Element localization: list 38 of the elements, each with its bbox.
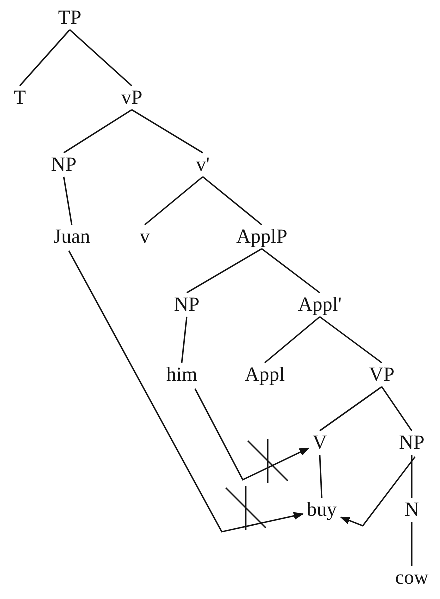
- tree-branch: [181, 316, 188, 364]
- tree-node-label: Appl': [297, 294, 343, 316]
- movement-arrow: [194, 388, 310, 481]
- tree-branch: [70, 29, 132, 87]
- tree-branch: [319, 454, 323, 498]
- tree-node-label: NP: [50, 154, 78, 176]
- tree-branch: [264, 316, 320, 364]
- tree-branch: [381, 386, 413, 432]
- tree-node-label: V: [312, 432, 328, 454]
- tree-branch: [64, 109, 132, 154]
- tree-node-label: cow: [394, 567, 430, 589]
- tree-node-label: Juan: [52, 226, 92, 248]
- tree-node-label: VP: [368, 364, 396, 386]
- tree-branch: [320, 386, 382, 432]
- movement-arrow: [340, 456, 416, 527]
- tree-branch: [262, 248, 320, 294]
- tree-node-label: v': [195, 154, 211, 176]
- tree-branch: [63, 176, 73, 226]
- tree-branch: [186, 248, 262, 294]
- tree-node-label: him: [165, 364, 199, 386]
- tree-node-label: TP: [57, 7, 83, 29]
- tree-branch: [320, 316, 382, 364]
- tree-node-label: T: [12, 87, 28, 109]
- tree-node-label: N: [404, 499, 420, 521]
- tree-node-label: vP: [120, 87, 144, 109]
- tree-branch: [19, 30, 71, 86]
- tree-branch: [144, 176, 204, 226]
- tree-node-label: buy: [306, 499, 338, 521]
- tree-node-label: NP: [173, 294, 201, 316]
- tree-branch: [202, 176, 262, 226]
- tree-node-label: ApplP: [235, 226, 289, 248]
- tree-node-label: NP: [398, 432, 426, 454]
- movement-arrow: [68, 250, 304, 533]
- tree-branch: [411, 455, 413, 498]
- tree-node-label: Appl: [244, 364, 286, 386]
- tree-branch: [411, 522, 413, 566]
- tree-node-label: v: [139, 226, 151, 248]
- tree-branch: [132, 109, 204, 154]
